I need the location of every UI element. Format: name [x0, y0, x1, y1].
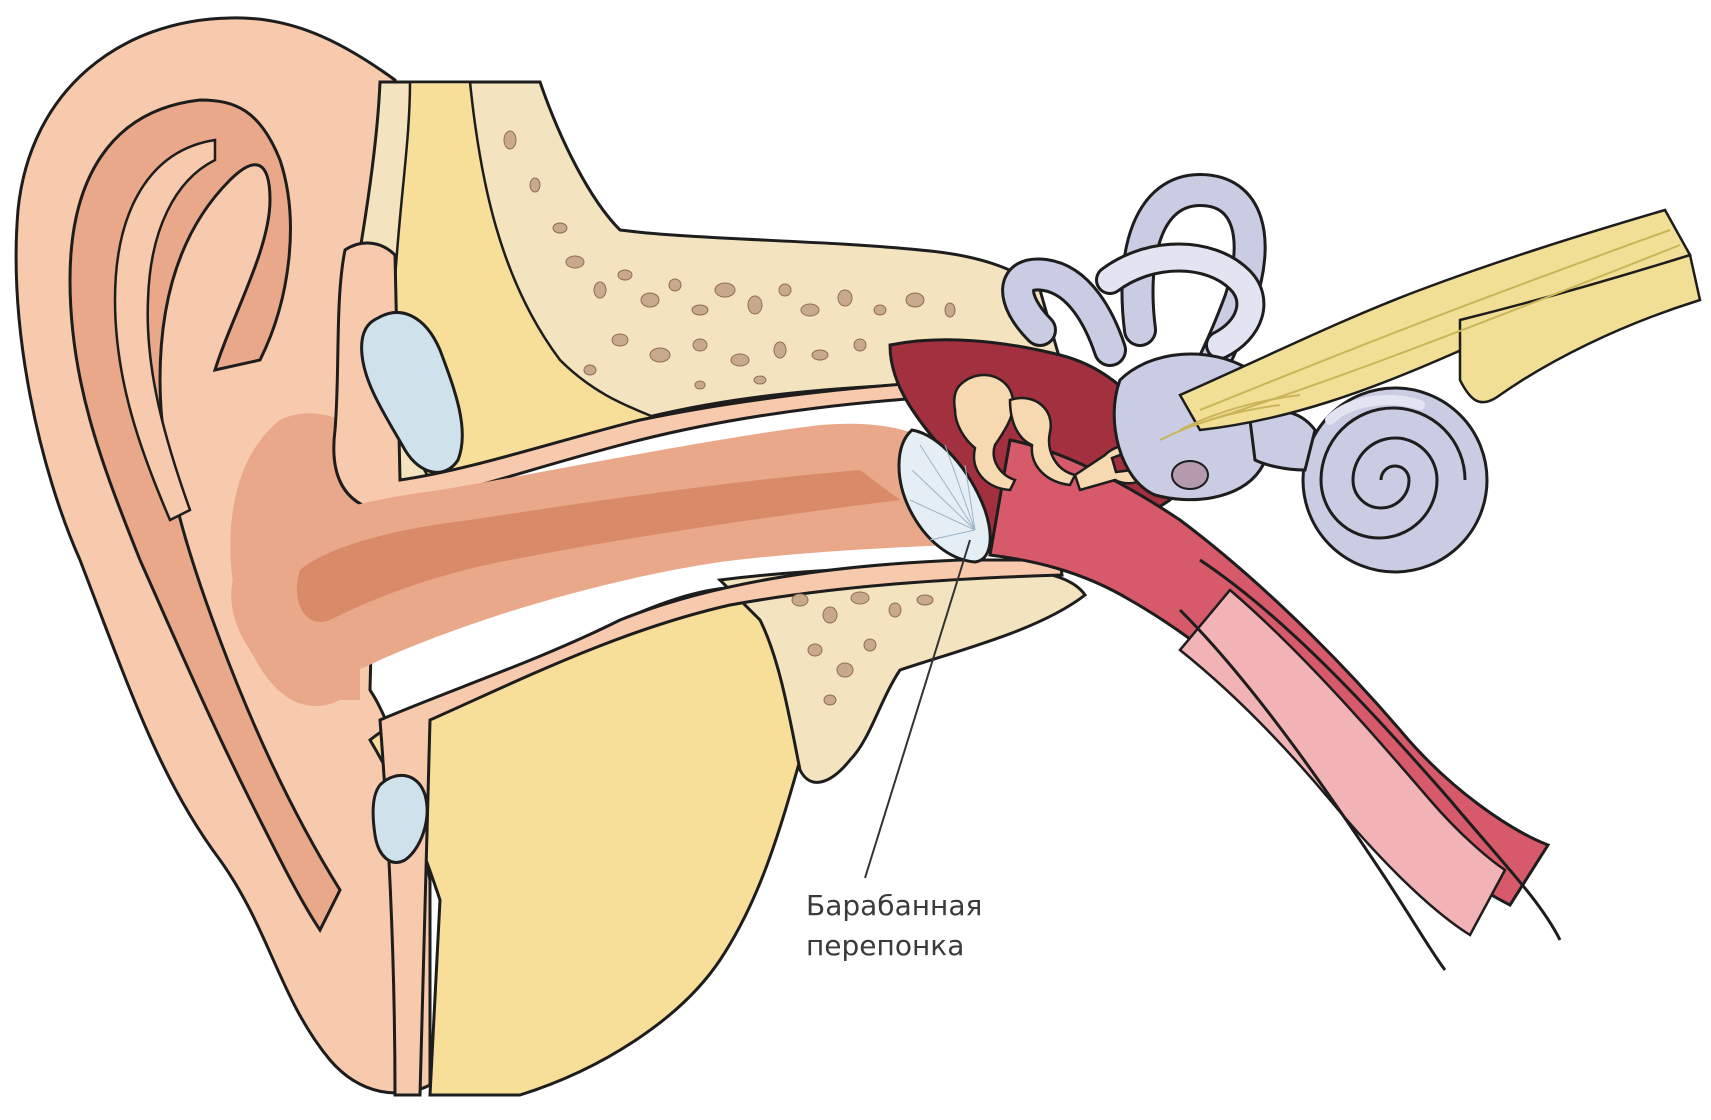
eardrum-label-line-2: перепонка — [806, 932, 964, 960]
eardrum-label-line-1: Барабанная — [806, 892, 982, 920]
eustachian-tube-lining — [1180, 590, 1505, 935]
lower-tissue — [370, 560, 1085, 1095]
oval-window — [1172, 461, 1208, 489]
lower-fat-mass — [370, 587, 808, 1095]
